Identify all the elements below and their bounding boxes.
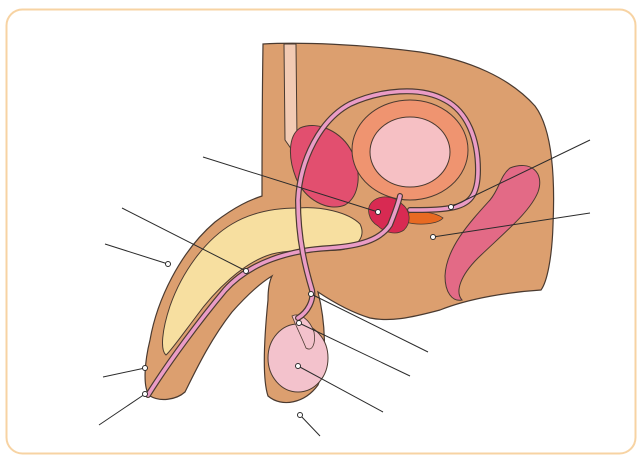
leader-point-4 bbox=[143, 366, 148, 371]
leader-point-3 bbox=[166, 262, 171, 267]
leader-point-6 bbox=[449, 205, 454, 210]
leader-point-7 bbox=[431, 235, 436, 240]
leader-point-11 bbox=[298, 413, 303, 418]
leader-point-10 bbox=[296, 364, 301, 369]
leader-point-9 bbox=[297, 321, 302, 326]
leader-point-8 bbox=[309, 292, 314, 297]
leader-point-5 bbox=[143, 392, 148, 397]
leader-point-2 bbox=[244, 269, 249, 274]
testis bbox=[268, 324, 328, 392]
bladder-inner bbox=[370, 117, 450, 187]
leader-point-1 bbox=[376, 210, 381, 215]
